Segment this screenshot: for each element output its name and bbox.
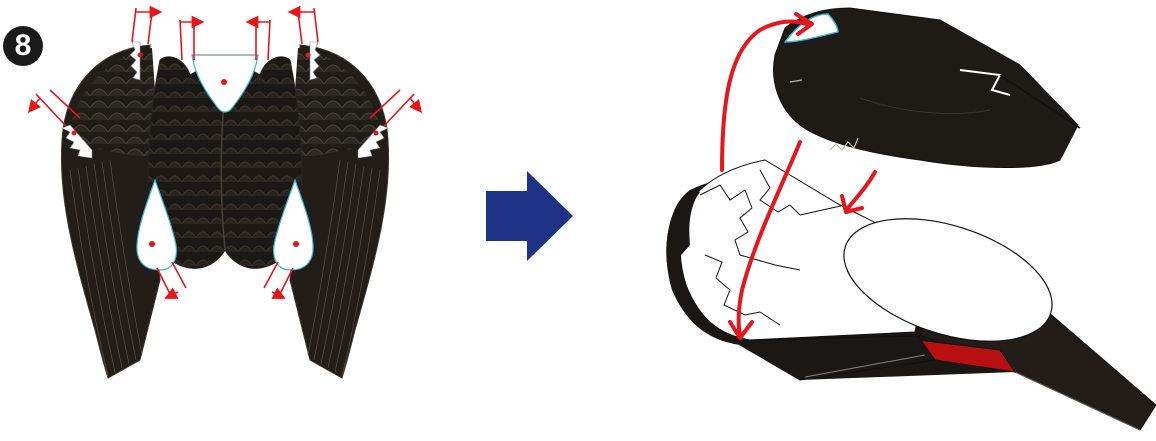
fold-marker-top-4 xyxy=(298,8,318,44)
left-mid-dot xyxy=(72,131,77,136)
unfolded-wing-pattern xyxy=(32,8,418,378)
right-arrow-icon xyxy=(486,171,573,261)
fold-arrow-mid-1 xyxy=(32,98,40,108)
fold-arrow-low-1 xyxy=(170,292,178,296)
left-side-dot xyxy=(149,241,155,247)
fold-arrow-mid-2 xyxy=(410,98,418,108)
left-top-dot xyxy=(138,53,143,58)
neck-dot xyxy=(221,79,227,85)
assembled-model xyxy=(666,8,1156,430)
fold-marker-top-1 xyxy=(132,8,152,44)
assembly-arrow-short xyxy=(848,172,875,208)
right-side-dot xyxy=(293,241,299,247)
fold-marker-top-3 xyxy=(256,20,270,60)
fold-marker-top-2 xyxy=(180,20,194,60)
right-top-dot xyxy=(306,53,311,58)
fold-arrow-low-2 xyxy=(272,292,280,296)
right-mid-dot xyxy=(374,131,379,136)
